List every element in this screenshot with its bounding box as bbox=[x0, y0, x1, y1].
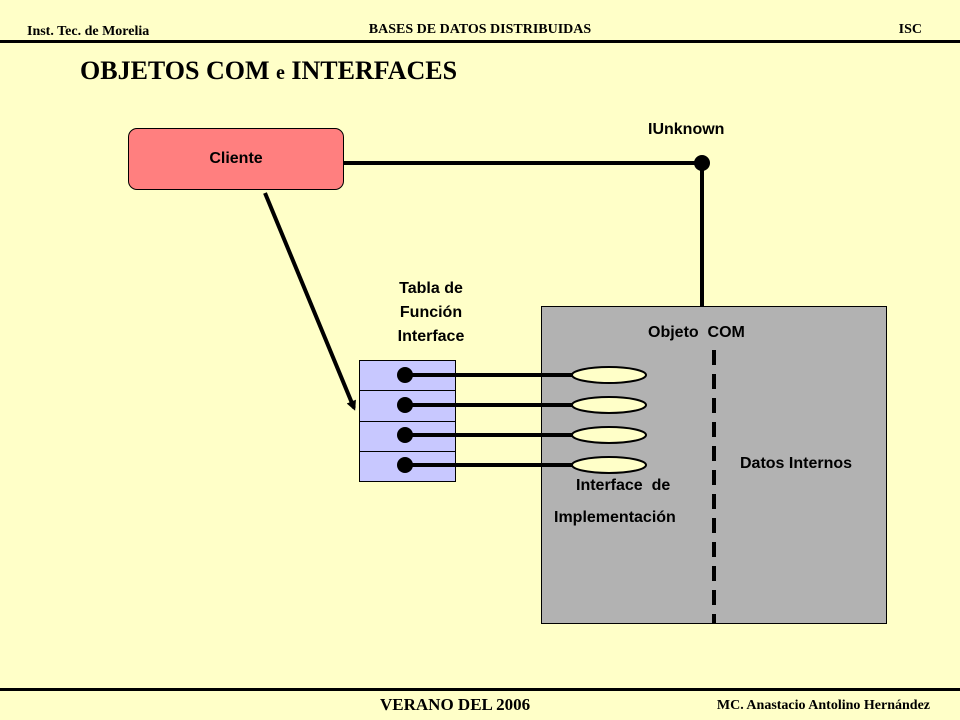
function-table-row-divider bbox=[360, 451, 455, 452]
function-table-label-line-3: Interface bbox=[397, 328, 465, 345]
client-box: Cliente bbox=[128, 128, 344, 190]
interface-ellipse-2 bbox=[571, 396, 647, 414]
iunknown-label: IUnknown bbox=[648, 121, 725, 138]
function-table-row-divider bbox=[360, 390, 455, 391]
function-table-label-line-1: Tabla de bbox=[399, 280, 463, 297]
client-to-table-arrow bbox=[263, 192, 356, 411]
header-institution: Inst. Tec. de Morelia bbox=[27, 24, 150, 39]
client-label: Cliente bbox=[209, 150, 263, 167]
interface-connector-4 bbox=[397, 456, 647, 474]
title-part-3: INTERFACES bbox=[284, 56, 458, 85]
interface-connector-3 bbox=[397, 426, 647, 444]
title-part-2: e bbox=[276, 62, 285, 84]
footer-term: VERANO DEL 2006 bbox=[380, 695, 531, 714]
title-part-1: OBJETOS COM bbox=[80, 56, 277, 85]
implementation-label-line-1: Interface de bbox=[576, 477, 671, 494]
interface-ellipse-3 bbox=[571, 426, 647, 444]
function-table-label: Tabla de Función Interface bbox=[376, 277, 486, 349]
footer-rule bbox=[0, 688, 960, 691]
internal-data-label: Datos Internos bbox=[740, 455, 853, 472]
com-object-label: Objeto COM bbox=[648, 324, 745, 341]
function-table-label-line-2: Función bbox=[399, 304, 463, 321]
footer-author: MC. Anastacio Antolino Hernández bbox=[716, 698, 930, 713]
function-table-row-divider bbox=[360, 421, 455, 422]
header-rule bbox=[0, 40, 960, 43]
slide-title: OBJETOS COM e INTERFACES bbox=[80, 56, 457, 86]
header-program: ISC bbox=[898, 22, 922, 37]
iunknown-connector-dot bbox=[694, 155, 710, 171]
interface-connector-1 bbox=[397, 366, 647, 384]
interface-ellipse-1 bbox=[571, 366, 647, 384]
interface-connector-2 bbox=[397, 396, 647, 414]
interface-ellipse-4 bbox=[571, 456, 647, 474]
implementation-label-line-2: Implementación bbox=[554, 509, 676, 526]
header-course: BASES DE DATOS DISTRIBUIDAS bbox=[368, 22, 592, 37]
